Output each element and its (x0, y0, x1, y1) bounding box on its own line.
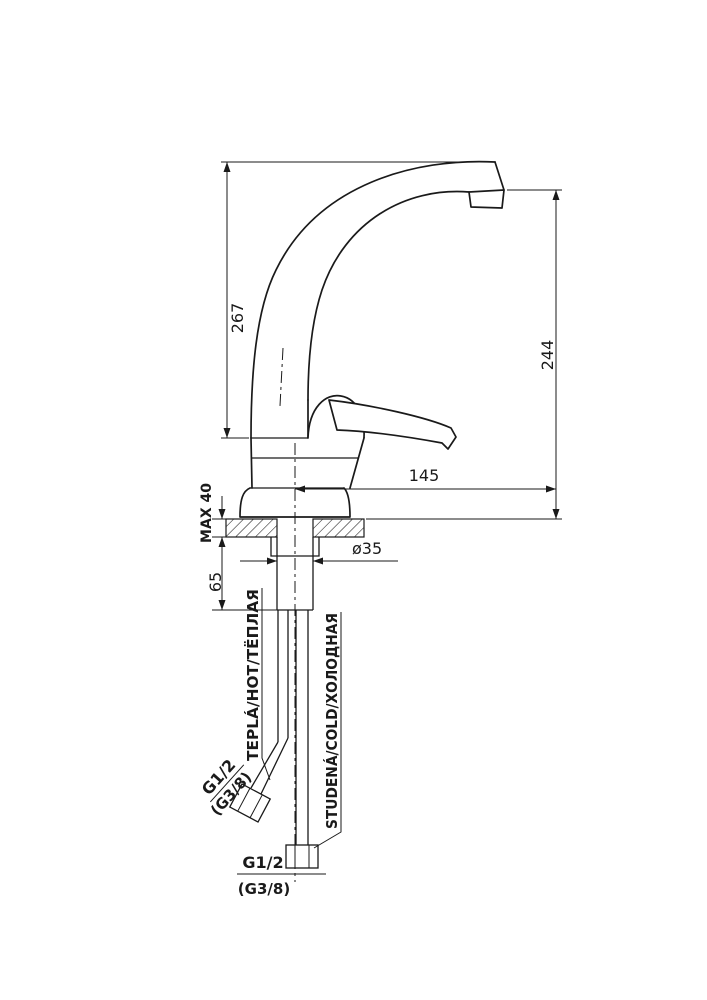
hot-nut-body (228, 783, 272, 823)
spout-inner-curve (307, 190, 470, 401)
supply-labels: TEPLÁ/HOT/ТЁПЛАЯ STUDENÁ/COLD/ХОЛОДНАЯ G… (198, 588, 342, 898)
arrow-267-top (223, 162, 231, 172)
arrow-dia-right (313, 557, 323, 565)
arrow-dia-left (267, 557, 277, 565)
bottom-thread-label-group: G1/2 (G3/8) (237, 853, 326, 898)
dimensions: 267 244 145 MAX 40 65 ø35 (199, 161, 562, 611)
arrow-244-top (552, 190, 560, 200)
spout-column-axis (279, 347, 284, 407)
under-counter-assembly (228, 443, 320, 882)
dim-label-145: 145 (409, 466, 440, 485)
dim-label-267: 267 (228, 303, 247, 334)
countertop-section (225, 518, 365, 538)
mounting-nut (270, 537, 320, 557)
hot-pipe-bend-right (260, 737, 289, 795)
faucet-body (239, 160, 505, 518)
hot-nut-facet-left (237, 788, 251, 812)
aerator-outlet (468, 189, 505, 209)
hot-supply-label: TEPLÁ/HOT/ТЁПЛАЯ (243, 589, 262, 761)
cold-pipe-nut (285, 844, 319, 869)
cold-label-leader (313, 612, 342, 849)
spout-tip-face (494, 161, 505, 191)
arrow-65-top (218, 537, 226, 547)
arrow-65-bottom (218, 600, 226, 610)
arrow-267-bottom (223, 428, 231, 438)
arrow-244-bottom (552, 509, 560, 519)
arrow-145-right (546, 485, 556, 493)
hot-label-leader (261, 588, 271, 781)
body-left-edge (250, 437, 253, 489)
spout-outer-curve (250, 160, 496, 439)
dim-label-65: 65 (206, 572, 225, 592)
countertop-hatch-left (225, 518, 278, 538)
hot-thread-underline (209, 764, 245, 803)
dim-label-244: 244 (538, 340, 557, 371)
body-right-edge (349, 437, 365, 489)
bottom-thread-alt-label: (G3/8) (238, 880, 290, 898)
hot-pipe-nut (228, 783, 272, 823)
bottom-thread-label: G1/2 (242, 853, 283, 872)
cold-supply-label: STUDENÁ/COLD/ХОЛОДНАЯ (322, 613, 341, 829)
dim-label-dia35: ø35 (352, 539, 382, 558)
countertop-hatch-right (312, 518, 365, 538)
arrow-145-left (295, 485, 305, 493)
dim-label-max40: MAX 40 (199, 483, 215, 543)
hot-nut-facet-right (249, 794, 263, 818)
arrow-max40 (218, 509, 226, 519)
handle-lever (328, 399, 457, 450)
